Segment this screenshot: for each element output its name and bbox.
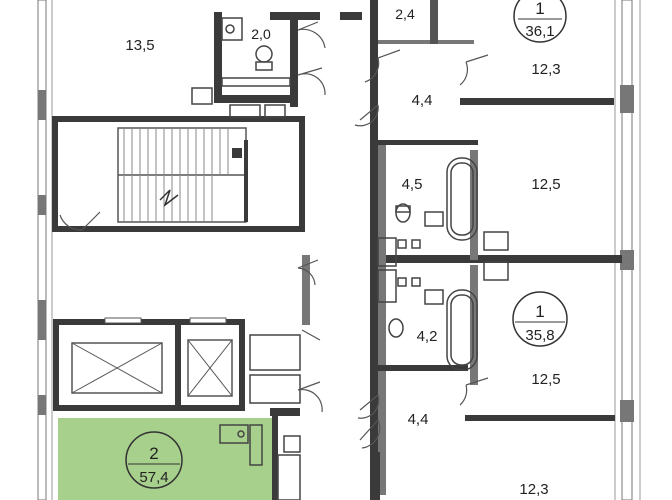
apartment-area: 35,8 (525, 327, 554, 344)
room-area-12-5-bottom: 12,5 (531, 371, 560, 388)
room-area-2-4: 2,4 (395, 6, 415, 22)
apartment-area: 36,1 (525, 23, 554, 40)
doors (59, 21, 489, 449)
bathroom-fixtures-right (377, 157, 509, 371)
apartment-badge-1-top[interactable]: 1 36,1 (513, 0, 567, 43)
bathroom-fixtures-top (191, 17, 291, 118)
room-area-12-3-bottom: 12,3 (519, 481, 548, 498)
apartment-badge-2[interactable]: 2 57,4 (125, 431, 183, 489)
left-facade (37, 0, 53, 500)
room-area-4-2: 4,2 (417, 328, 438, 345)
room-area-4-4-bottom: 4,4 (408, 411, 429, 428)
right-facade (614, 0, 641, 500)
elevator-block (53, 317, 245, 411)
apartment-rooms: 1 (535, 0, 544, 18)
room-area-2-0: 2,0 (251, 26, 271, 42)
room-area-12-3-top: 12,3 (531, 61, 560, 78)
apartment-rooms: 2 (149, 444, 158, 463)
room-area-13-5: 13,5 (125, 37, 154, 54)
room-area-12-5-top: 12,5 (531, 176, 560, 193)
apartment-rooms: 1 (535, 302, 544, 321)
walls (214, 0, 622, 500)
apartment-badge-1-middle[interactable]: 1 35,8 (512, 291, 568, 347)
staircase (52, 116, 305, 232)
room-area-4-5: 4,5 (402, 176, 423, 193)
apartment-area: 57,4 (139, 469, 168, 486)
room-area-4-4-top: 4,4 (412, 92, 433, 109)
